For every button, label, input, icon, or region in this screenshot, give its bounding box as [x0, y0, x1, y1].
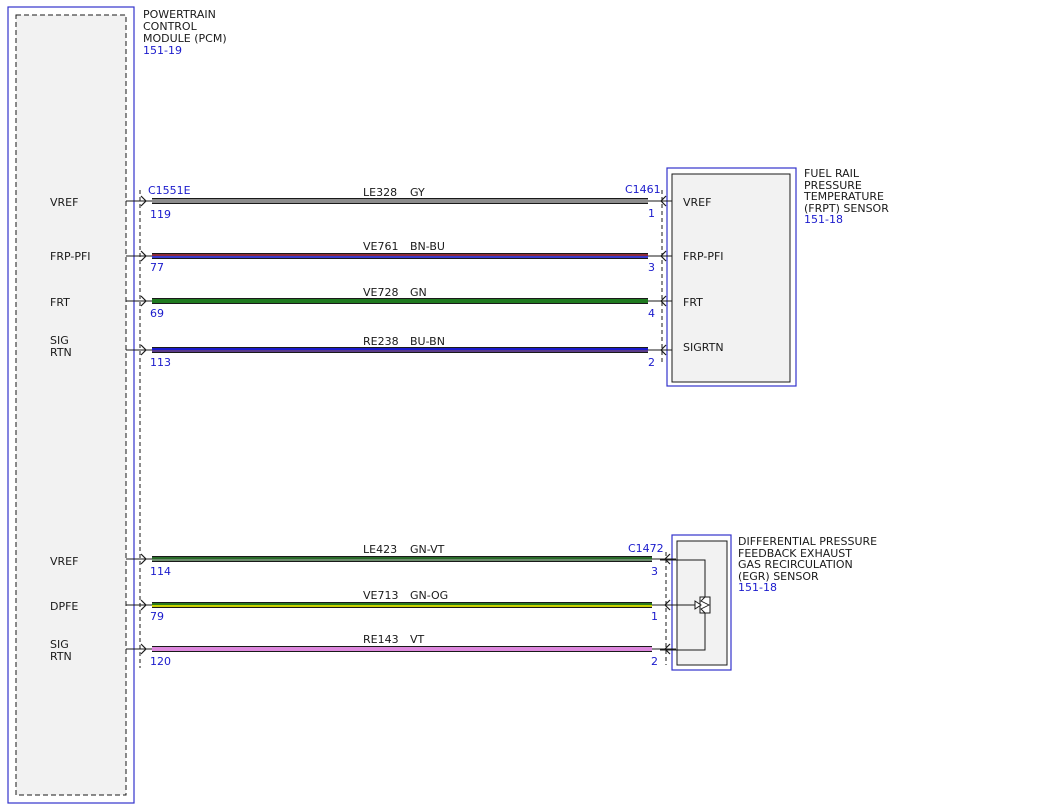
wire-color-label-ve728: GN — [410, 286, 427, 299]
pcm-connector-chevron-re238 — [140, 344, 147, 356]
frpt-pin-number-4: 4 — [648, 307, 655, 320]
wire-color-label-le328: GY — [410, 186, 425, 199]
wire-circuit-label-re238: RE238 — [363, 335, 399, 348]
sensor-connector-chevron-re238 — [660, 344, 667, 356]
egr-ref: 151-18 — [738, 581, 777, 594]
wire-color-label-re238: BU-BN — [410, 335, 445, 348]
pcm-pin-label-sig: SIG — [50, 334, 69, 347]
egr-wiper-arrow — [694, 600, 702, 610]
egr-internal-rtn-path — [660, 613, 706, 651]
frpt-title-2: PRESSURE — [804, 179, 862, 192]
egr-title-4: (EGR) SENSOR — [738, 570, 819, 583]
frpt-pin-label-frp-pfi: FRP-PFI — [683, 250, 724, 263]
wire-circuit-label-ve728: VE728 — [363, 286, 398, 299]
pcm-pin-number-120: 120 — [150, 655, 171, 668]
sensor-connector-chevron-ve713 — [664, 599, 671, 611]
sensor-connector-chevron-le423 — [664, 553, 671, 565]
frpt-title-3: TEMPERATURE — [803, 190, 884, 203]
pcm-module-body — [15, 14, 127, 796]
sensor-connector-chevron-le328 — [660, 195, 667, 207]
wire-ve761-primary — [152, 254, 648, 256]
pcm-pin-number-79: 79 — [150, 610, 164, 623]
pcm-connector-chevron-ve728 — [140, 295, 147, 307]
frpt-ref: 151-18 — [804, 213, 843, 226]
pcm-connector-chevron-ve761 — [140, 250, 147, 262]
frpt-pin-label-vref: VREF — [683, 196, 711, 209]
wire-color-label-le423: GN-VT — [410, 543, 445, 556]
frpt-pin-label-frt: FRT — [683, 296, 703, 309]
pcm-title-2: CONTROL — [143, 20, 198, 33]
frpt-sensor-outer — [666, 167, 797, 387]
egr-internal-vref-path — [660, 559, 706, 597]
frpt-title-4: (FRPT) SENSOR — [804, 202, 889, 215]
egr-resistor-zigzag — [700, 596, 711, 614]
wire-circuit-label-le328: LE328 — [363, 186, 397, 199]
frpt-sensor-body — [671, 173, 791, 383]
egr-connector-id: C1472 — [628, 542, 664, 555]
wire-circuit-label-ve713: VE713 — [363, 589, 398, 602]
wire-ve761-stripe — [152, 256, 648, 258]
egr-pin-number-1: 1 — [651, 610, 658, 623]
wire-color-label-ve761: BN-BU — [410, 240, 445, 253]
frpt-title-1: FUEL RAIL — [804, 167, 860, 180]
pcm-connector-chevron-le423 — [140, 553, 147, 565]
pcm-pin-label-sig-2: SIG — [50, 638, 69, 651]
egr-title-1: DIFFERENTIAL PRESSURE — [738, 535, 877, 548]
pcm-pin-label-frp-pfi: FRP-PFI — [50, 250, 91, 263]
wire-circuit-label-re143: RE143 — [363, 633, 399, 646]
pcm-connector-chevron-le328 — [140, 195, 147, 207]
wire-ve728-stripe — [152, 301, 648, 303]
pcm-pin-label-vref: VREF — [50, 196, 78, 209]
pcm-pin-label-frt: FRT — [50, 296, 70, 309]
frpt-pin-label-sigrtn: SIGRTN — [683, 341, 724, 354]
egr-pin-number-3: 3 — [651, 565, 658, 578]
wire-le328-primary — [152, 199, 648, 201]
pcm-connector-id: C1551E — [148, 184, 191, 197]
pcm-connector-chevron-re143 — [140, 643, 147, 655]
pcm-pin-number-113: 113 — [150, 356, 171, 369]
pcm-module-outer — [7, 6, 135, 804]
pcm-title-1: POWERTRAIN — [143, 8, 216, 21]
pcm-pin-number-69: 69 — [150, 307, 164, 320]
frpt-pin-number-1: 1 — [648, 207, 655, 220]
frpt-connector-id: C1461 — [625, 183, 661, 196]
wire-le423-primary — [152, 557, 652, 559]
wire-color-label-ve713: GN-OG — [410, 589, 448, 602]
wire-circuit-label-ve761: VE761 — [363, 240, 398, 253]
wire-color-label-re143: VT — [410, 633, 425, 646]
wire-le423-stripe — [152, 559, 652, 561]
wire-ve713-stripe — [152, 605, 652, 607]
wire-le328-stripe — [152, 201, 648, 203]
egr-title-3: GAS RECIRCULATION — [738, 558, 853, 571]
wire-circuit-label-le423: LE423 — [363, 543, 397, 556]
sensor-connector-chevron-ve761 — [660, 250, 667, 262]
pcm-pin-label-vref-2: VREF — [50, 555, 78, 568]
pcm-title-3: MODULE (PCM) — [143, 32, 227, 45]
sensor-connector-chevron-re143 — [664, 643, 671, 655]
pcm-pin-label-rtn: RTN — [50, 346, 72, 359]
frpt-pin-number-3: 3 — [648, 261, 655, 274]
pcm-pin-number-77: 77 — [150, 261, 164, 274]
wire-ve713-primary — [152, 603, 652, 605]
egr-sensor-outer — [671, 534, 732, 671]
pcm-pin-label-dpfe: DPFE — [50, 600, 78, 613]
pcm-connector-chevron-ve713 — [140, 599, 147, 611]
wire-ve728-primary — [152, 299, 648, 301]
wire-re238-stripe — [152, 350, 648, 352]
wire-re143-primary — [152, 647, 652, 649]
frpt-pin-number-2: 2 — [648, 356, 655, 369]
egr-pin-number-2: 2 — [651, 655, 658, 668]
pcm-ref: 151-19 — [143, 44, 182, 57]
sensor-connector-chevron-ve728 — [660, 295, 667, 307]
pcm-pin-label-rtn-2: RTN — [50, 650, 72, 663]
wire-re238-primary — [152, 348, 648, 350]
wire-re143-stripe — [152, 649, 652, 651]
pcm-pin-number-119: 119 — [150, 208, 171, 221]
egr-title-2: FEEDBACK EXHAUST — [738, 547, 852, 560]
pcm-pin-number-114: 114 — [150, 565, 171, 578]
